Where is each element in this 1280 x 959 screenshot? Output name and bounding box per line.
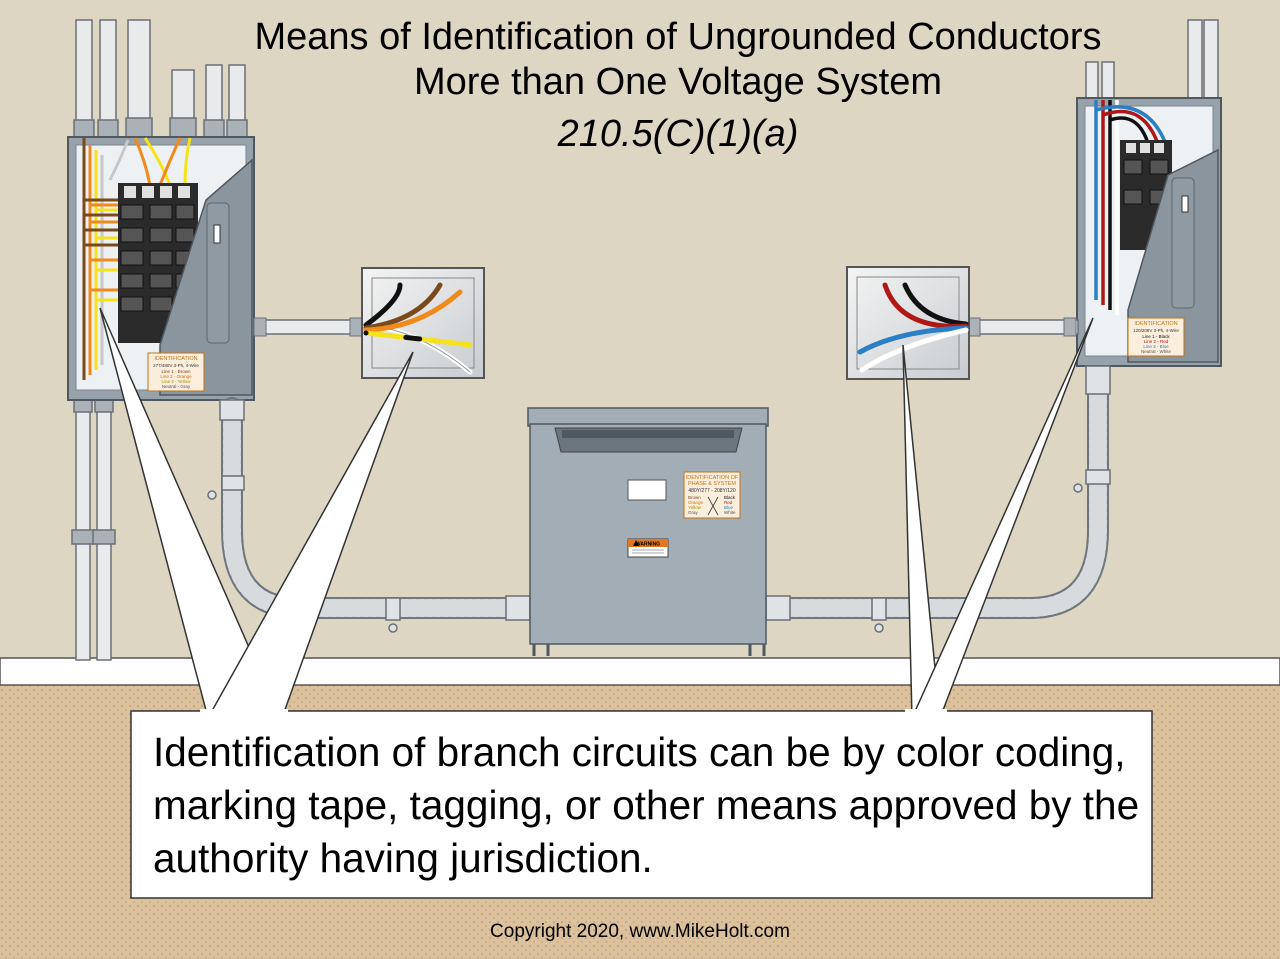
xfmr-left-color-3: Gray xyxy=(688,510,699,515)
right-label-line1: Line 1 - Black xyxy=(1142,334,1170,339)
xfmr-left-color-0: Brown xyxy=(688,495,701,500)
xfmr-label-systems: 480Y/277 - 208Y/120 xyxy=(688,488,735,494)
callout-text: Identification of branch circuits can be… xyxy=(153,729,1140,881)
right-label-system: 120/208V 3-Ph, 4-Wire xyxy=(1133,328,1179,333)
floor-trim xyxy=(0,657,1280,686)
xfmr-right-color-3: White xyxy=(724,510,736,515)
right-conduit-h xyxy=(967,319,1079,335)
left-label-line2: Line 2 - Orange xyxy=(160,374,192,379)
xfmr-right-color-2: Blue xyxy=(724,505,734,510)
left-label-line3: Line 3 - Yellow xyxy=(161,379,191,384)
right-label-neutral: Neutral - White xyxy=(1141,349,1172,354)
left-junction-box xyxy=(361,267,485,379)
right-junction-box xyxy=(846,266,970,380)
left-label-heading: IDENTIFICATION xyxy=(154,356,197,362)
transformer: IDENTIFICATION OF PHASE & SYSTEM 480Y/27… xyxy=(527,407,769,656)
xfmr-right-color-0: Black xyxy=(724,495,736,500)
flex-fittings xyxy=(207,365,1111,633)
left-conduit-h xyxy=(253,319,363,335)
left-label-line1: Line 1 - Brown xyxy=(161,369,191,374)
xfmr-left-color-2: Yellow xyxy=(688,505,702,510)
xfmr-label-heading1: IDENTIFICATION OF xyxy=(686,475,739,481)
title-code-reference: 210.5(C)(1)(a) xyxy=(557,113,799,155)
left-label-neutral: Neutral - Gray xyxy=(162,384,191,389)
right-label-line2: Line 2 - Red xyxy=(1144,339,1169,344)
right-panelboard: IDENTIFICATION 120/208V 3-Ph, 4-Wire Lin… xyxy=(1076,97,1222,367)
title-line-1: Means of Identification of Ungrounded Co… xyxy=(254,16,1102,58)
xfmr-label-heading2: PHASE & SYSTEM xyxy=(688,481,736,487)
right-label-line3: Line 3 - Blue xyxy=(1143,344,1169,349)
callout-bubble xyxy=(99,307,1153,899)
right-conduits-top xyxy=(1085,19,1219,101)
warning-label: WARNING xyxy=(636,542,660,548)
title-line-2: More than One Voltage System xyxy=(413,61,943,103)
copyright: Copyright 2020, www.MikeHolt.com xyxy=(490,921,790,942)
xfmr-left-color-1: Orange xyxy=(688,500,704,505)
left-panelboard: IDENTIFICATION 277/480V 3-Ph, 4-Wire Lin… xyxy=(67,136,255,401)
xfmr-right-color-1: Red xyxy=(724,500,733,505)
right-label-heading: IDENTIFICATION xyxy=(1134,321,1177,327)
left-label-system: 277/480V 3-Ph, 4-Wire xyxy=(153,363,199,368)
